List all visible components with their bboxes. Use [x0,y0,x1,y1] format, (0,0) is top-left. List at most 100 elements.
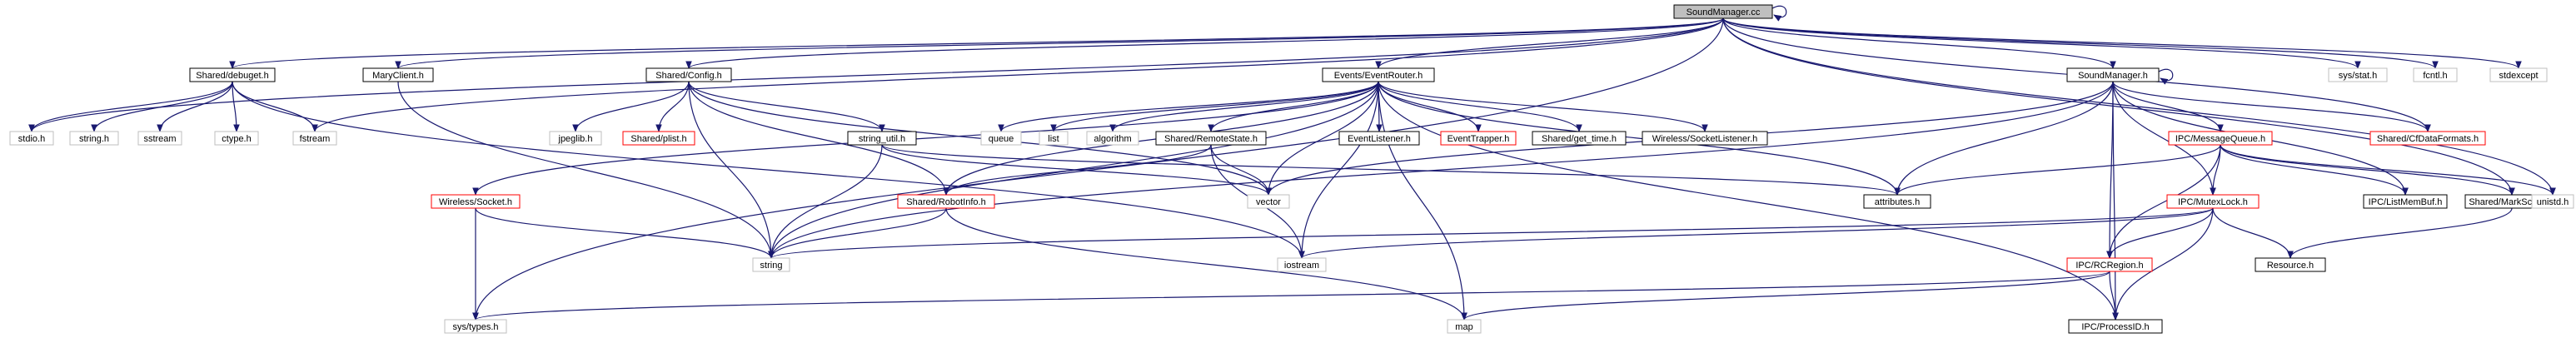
node-msgqueue[interactable]: IPC/MessageQueue.h [2168,131,2273,146]
node-sm_cc[interactable]: SoundManager.cc [1673,4,1773,19]
edge-eventrouter-to-map [1378,81,1467,321]
node-eventrouter[interactable]: Events/EventRouter.h [1322,67,1435,82]
node-label-processid: IPC/ProcessID.h [2081,322,2149,332]
edge-config-to-robotinfo [688,81,949,196]
node-robotinfo[interactable]: Shared/RobotInfo.h [897,194,995,209]
node-algorithm: algorithm [1086,131,1139,146]
edge-sm_cc-to-eventrouter [1375,17,1724,69]
node-processid[interactable]: IPC/ProcessID.h [2068,319,2163,334]
edge-robotinfo-to-string [768,207,947,259]
edge-sm_h-to-string [768,81,2114,259]
node-socketlistener[interactable]: Wireless/SocketListener.h [1642,131,1768,146]
node-box-mutexlock [2166,194,2260,209]
edge-sm_cc-to-sysstat [1722,17,2361,69]
edge-sm_h-to-attributes [1894,81,2114,196]
node-stringutil[interactable]: string_util.h [847,131,917,146]
node-resource[interactable]: Resource.h [2255,257,2326,272]
node-listmembuf[interactable]: IPC/ListMemBuf.h [2363,194,2448,209]
node-maryclient[interactable]: MaryClient.h [362,67,434,82]
node-box-ctype [214,131,259,146]
edge-socket-to-string [475,207,775,259]
edge-sm_cc-to-unistd [1722,17,2556,196]
node-box-systypes [444,319,507,334]
node-box-queue [980,131,1022,146]
node-box-debuget [189,67,276,82]
edge-eventrouter-to-algorithm [1109,81,1379,132]
edge-eventrouter-to-processid [1378,81,2119,321]
edge-sm_cc-to-systypes [472,17,1724,321]
node-box-socket [431,194,521,209]
edge-msgqueue-to-rcregion [2106,144,2221,259]
edge-debuget-to-fstream [232,81,318,132]
node-label-map: map [1455,322,1472,332]
node-label-vector: vector [1256,197,1281,207]
node-label-queue: queue [989,134,1014,144]
node-box-robotinfo [897,194,995,209]
node-label-eventrouter: Events/EventRouter.h [1334,71,1423,81]
node-box-map [1447,319,1482,334]
edge-maryclient-to-string [397,81,775,259]
node-box-config [645,67,732,82]
edge-sm_h-to-msgqueue [2112,81,2224,132]
node-mutexlock[interactable]: IPC/MutexLock.h [2166,194,2260,209]
edge-remotestate-to-robotinfo [943,144,1212,196]
node-box-stringutil [847,131,917,146]
edge-eventrouter-to-list [1050,81,1379,132]
node-box-rcregion [2066,257,2153,272]
node-box-sm_cc [1673,4,1773,19]
node-config[interactable]: Shared/Config.h [645,67,732,82]
edge-sm_cc-to-stdio [28,17,1724,132]
node-debuget[interactable]: Shared/debuget.h [189,67,276,82]
node-label-listmembuf: IPC/ListMemBuf.h [2369,197,2443,207]
node-label-sstream: sstream [143,134,176,144]
node-eventtrapper[interactable]: EventTrapper.h [1440,131,1517,146]
node-label-unistd: unistd.h [2537,197,2569,207]
node-label-eventlistener: EventListener.h [1348,134,1411,144]
node-label-socketlistener: Wireless/SocketListener.h [1652,134,1758,144]
edge-debuget-to-ctype [232,81,240,132]
edge-msgqueue-to-listmembuf [2220,144,2409,196]
edge-sm_cc-to-sm_h [1722,17,2116,69]
node-remotestate[interactable]: Shared/RemoteState.h [1155,131,1267,146]
node-jpeglib: jpeglib.h [549,131,602,146]
edge-robotinfo-to-map [945,207,1467,321]
node-plist[interactable]: Shared/plist.h [622,131,695,146]
node-vector: vector [1247,194,1290,209]
node-stdio: stdio.h [9,131,54,146]
edge-remotestate-to-vector [1210,144,1272,196]
edge-mutexlock-to-resource [2212,207,2294,259]
node-unistd: unistd.h [2531,194,2574,209]
node-list: list [1039,131,1069,146]
node-cidata[interactable]: Shared/CfDataFormats.h [2369,131,2486,146]
node-box-sstream [137,131,182,146]
node-sm_h[interactable]: SoundManager.h [2066,67,2160,82]
node-box-string_h [69,131,119,146]
edge-sm_cc-to-fstream [311,17,1724,132]
node-map: map [1447,319,1482,334]
node-box-fstream [292,131,337,146]
node-socket[interactable]: Wireless/Socket.h [431,194,521,209]
node-gettime[interactable]: Shared/get_time.h [1532,131,1627,146]
edge-markscope-to-resource [2287,207,2513,259]
node-rcregion[interactable]: IPC/RCRegion.h [2066,257,2153,272]
node-label-iostream: iostream [1284,261,1319,271]
edge-sm_cc-to-config [685,17,1724,69]
node-eventlistener[interactable]: EventListener.h [1338,131,1420,146]
edge-eventrouter-to-iostream [1298,81,1379,259]
edge-rcregion-to-map [1461,271,2110,321]
edge-msgqueue-to-unistd [2220,144,2556,196]
node-box-jpeglib [549,131,602,146]
node-label-stdio: stdio.h [18,134,45,144]
node-queue: queue [980,131,1022,146]
node-box-sm_h [2066,67,2160,82]
node-fstream: fstream [292,131,337,146]
node-label-stringutil: string_util.h [859,134,905,144]
node-label-gettime: Shared/get_time.h [1542,134,1617,144]
node-label-jpeglib: jpeglib.h [558,134,593,144]
edge-config-to-plist [655,81,690,132]
node-label-config: Shared/Config.h [655,71,722,81]
node-attributes[interactable]: attributes.h [1863,194,1931,209]
edge-debuget-to-stdio [28,81,233,132]
